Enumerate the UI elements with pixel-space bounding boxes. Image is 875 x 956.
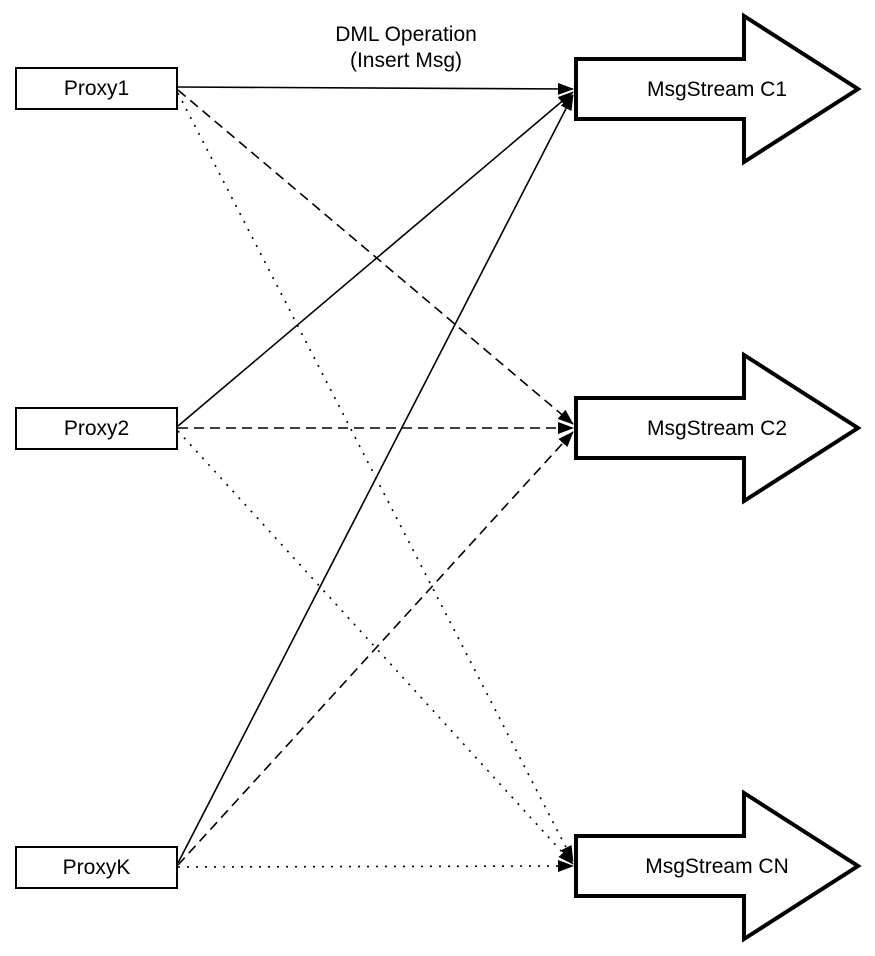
connection-proxyk-msgstream-c2: [177, 431, 574, 866]
msgstream-cn-label: MsgStream CN: [645, 854, 789, 878]
msgstream-cn-arrow-shape: [574, 789, 862, 943]
connection-proxy2-msgstream-c1: [177, 91, 574, 427]
proxy1-label: Proxy1: [63, 77, 130, 100]
msgstream-c1-arrow-shape: [574, 12, 862, 166]
connection-proxyk-msgstream-cn: [177, 860, 574, 873]
connection-proxy1-msgstream-c2: [177, 89, 574, 425]
proxy2-label: Proxy2: [63, 417, 130, 440]
title-line2: (Insert Msg): [349, 49, 462, 72]
connection-proxy1-msgstream-c1: [177, 82, 574, 95]
proxyk-box: ProxyK: [15, 846, 178, 889]
title-line1: DML Operation: [335, 23, 477, 46]
msgstream-c2-label: MsgStream C2: [646, 416, 788, 440]
proxyk-label: ProxyK: [62, 856, 131, 879]
connection-proxyk-msgstream-c1: [177, 94, 574, 864]
diagram-title: DML Operation (Insert Msg): [281, 22, 531, 74]
proxy2-box: Proxy2: [15, 407, 178, 450]
msgstream-c2-arrow-shape: [574, 351, 862, 505]
connection-proxy1-msgstream-cn: [177, 92, 574, 862]
msgstream-c1-label: MsgStream C1: [646, 77, 788, 101]
proxy1-box: Proxy1: [15, 67, 178, 110]
